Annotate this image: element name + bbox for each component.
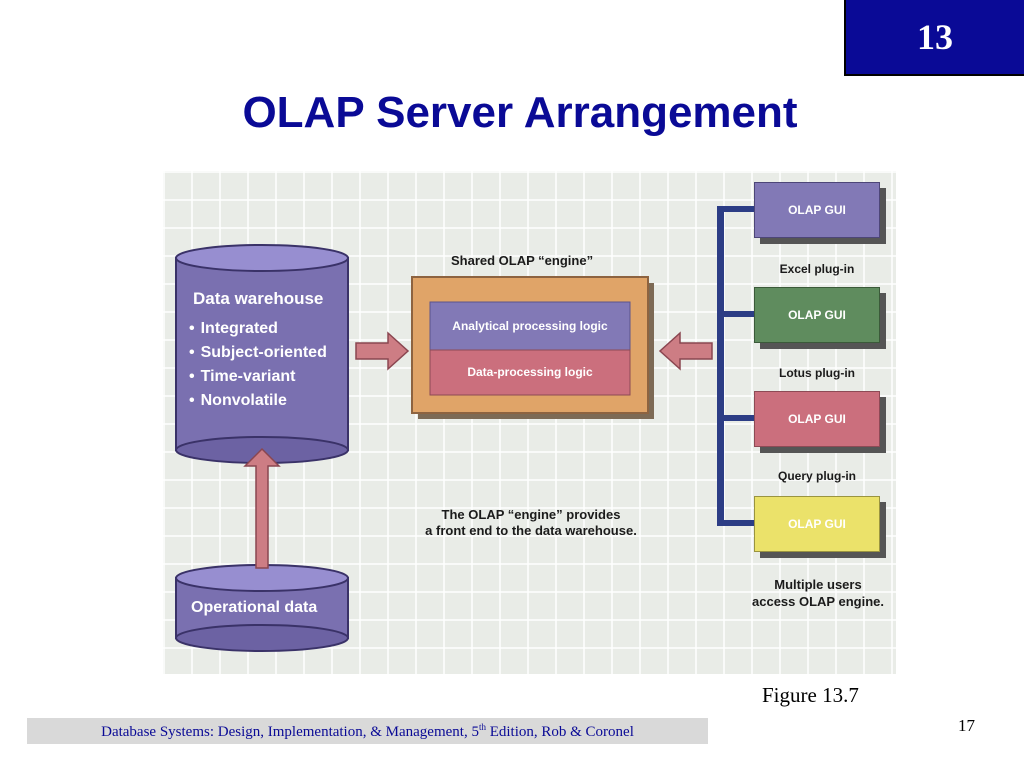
figure-label: Figure 13.7 [762,683,859,707]
excel-plugin-label: Excel plug-in [779,262,855,276]
left-arrow-icon [658,331,713,371]
data-warehouse-label: Data warehouse [193,289,324,308]
engine-caption-line-1: The OLAP “engine” provides [441,507,621,522]
up-arrow-icon [243,447,281,569]
right-arrow-icon [355,331,410,371]
users-caption-line-1: Multiple users [774,577,862,592]
olap-gui-box-4: OLAP GUI [754,496,880,552]
lotus-plugin-label: Lotus plug-in [779,366,855,380]
footer-citation-superscript: th [478,721,486,732]
slide-title: OLAP Server Arrangement [242,88,798,137]
engine-caption-line-2: a front end to the data warehouse. [425,523,637,538]
page-number: 17 [958,716,975,735]
users-caption-line-2: access OLAP engine. [752,594,884,609]
operational-data-label: Operational data [191,599,318,616]
client-connector-bracket [717,206,756,526]
shared-engine-label: Shared OLAP “engine” [451,253,594,268]
data-processing-label: Data-processing logic [467,365,593,379]
olap-gui-box-2: OLAP GUI [754,287,880,343]
olap-gui-box-3: OLAP GUI [754,391,880,447]
olap-gui-label-4: OLAP GUI [788,517,846,531]
diagram-graphics [175,188,886,652]
bullet-nonvolatile: Nonvolatile [189,389,327,413]
footer-citation-main: Database Systems: Design, Implementation… [101,723,479,740]
chapter-number: 13 [917,17,953,57]
operational-data-cylinder [175,564,349,652]
olap-engine-frame [411,276,654,419]
footer-bar: Database Systems: Design, Implementation… [27,718,708,744]
bullet-time-variant: Time-variant [189,365,327,389]
footer-citation-tail: Edition, Rob & Coronel [485,723,634,740]
footer-citation: Database Systems: Design, Implementation… [101,722,634,741]
query-plugin-label: Query plug-in [778,469,856,483]
olap-gui-label-3: OLAP GUI [788,412,846,426]
data-warehouse-bullets: Integrated Subject-oriented Time-variant… [189,317,327,413]
chapter-number-box: 13 [844,0,1024,76]
olap-diagram: Data warehouse Integrated Subject-orient… [163,171,896,674]
olap-gui-label-1: OLAP GUI [788,203,846,217]
bullet-integrated: Integrated [189,317,327,341]
analytical-processing-label: Analytical processing logic [452,319,608,333]
bullet-subject-oriented: Subject-oriented [189,341,327,365]
olap-gui-box-1: OLAP GUI [754,182,880,238]
olap-gui-label-2: OLAP GUI [788,308,846,322]
